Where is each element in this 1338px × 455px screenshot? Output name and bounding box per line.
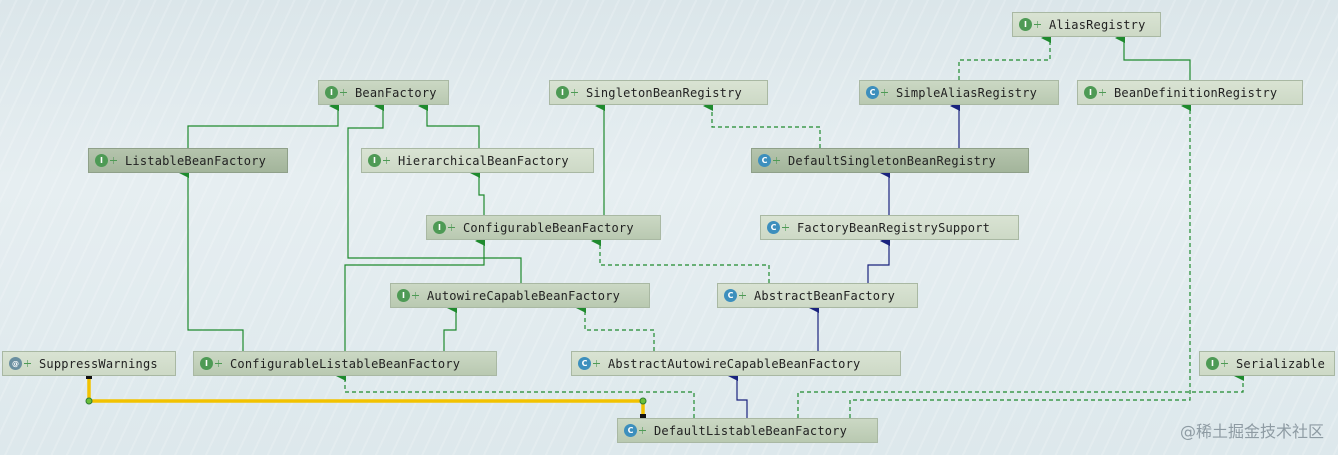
edge-suppresswarnings-highlight — [85, 373, 647, 420]
edge-hierarchical-beanfactory — [418, 101, 480, 148]
node-label: ConfigurableListableBeanFactory — [230, 356, 461, 371]
public-icon — [739, 292, 746, 299]
interface-icon: I — [1019, 18, 1032, 31]
interface-icon: I — [1206, 357, 1219, 370]
node-serializable[interactable]: I Serializable — [1199, 351, 1335, 376]
class-icon: C — [724, 289, 737, 302]
class-icon: C — [758, 154, 771, 167]
edge-listable-beanfactory — [187, 101, 339, 148]
node-autowire-capable-bean-factory[interactable]: I AutowireCapableBeanFactory — [390, 283, 650, 308]
node-label: DefaultListableBeanFactory — [654, 423, 848, 438]
interface-icon: I — [397, 289, 410, 302]
node-bean-definition-registry[interactable]: I BeanDefinitionRegistry — [1077, 80, 1303, 105]
public-icon — [639, 427, 646, 434]
node-label: AbstractAutowireCapableBeanFactory — [608, 356, 861, 371]
public-icon — [1099, 89, 1106, 96]
public-icon — [1221, 360, 1228, 367]
interface-icon: I — [200, 357, 213, 370]
node-bean-factory[interactable]: I BeanFactory — [318, 80, 449, 105]
node-label: AutowireCapableBeanFactory — [427, 288, 621, 303]
node-suppress-warnings[interactable]: @ SuppressWarnings — [2, 351, 176, 376]
edge-aacbf-autowire — [576, 303, 655, 351]
edge-dlbf-serializable — [797, 371, 1244, 418]
interface-icon: I — [1084, 86, 1097, 99]
node-hierarchical-bean-factory[interactable]: I HierarchicalBeanFactory — [361, 148, 594, 173]
public-icon — [340, 89, 347, 96]
edge-simplealias-aliasregistry — [958, 33, 1051, 80]
edge-configurable-hierarchical — [470, 168, 485, 215]
edge-abf-fbrs — [867, 236, 890, 283]
annotation-icon: @ — [9, 357, 22, 370]
public-icon — [215, 360, 222, 367]
edge-beandefreg-aliasregistry — [1115, 33, 1191, 80]
public-icon — [110, 157, 117, 164]
node-label: DefaultSingletonBeanRegistry — [788, 153, 996, 168]
public-icon — [593, 360, 600, 367]
node-abstract-bean-factory[interactable]: C AbstractBeanFactory — [717, 283, 918, 308]
class-icon: C — [866, 86, 879, 99]
node-abstract-autowire-capable-bean-factory[interactable]: C AbstractAutowireCapableBeanFactory — [571, 351, 901, 376]
node-label: FactoryBeanRegistrySupport — [797, 220, 991, 235]
node-label: SingletonBeanRegistry — [586, 85, 742, 100]
edge-abf-configurable — [591, 236, 770, 283]
node-alias-registry[interactable]: I AliasRegistry — [1012, 12, 1161, 37]
interface-icon: I — [325, 86, 338, 99]
node-label: AbstractBeanFactory — [754, 288, 896, 303]
node-simple-alias-registry[interactable]: C SimpleAliasRegistry — [859, 80, 1059, 105]
node-label: SuppressWarnings — [39, 356, 158, 371]
class-icon: C — [578, 357, 591, 370]
node-label: AliasRegistry — [1049, 17, 1146, 32]
interface-icon: I — [368, 154, 381, 167]
node-label: Serializable — [1236, 356, 1326, 371]
interface-icon: I — [433, 221, 446, 234]
class-icon: C — [624, 424, 637, 437]
edge-defaultsingleton-singletonreg — [703, 101, 821, 148]
node-configurable-listable-bean-factory[interactable]: I ConfigurableListableBeanFactory — [193, 351, 497, 376]
edge-dlbf-beandefreg — [849, 101, 1191, 418]
public-icon — [383, 157, 390, 164]
public-icon — [773, 157, 780, 164]
public-icon — [412, 292, 419, 299]
node-label: ListableBeanFactory — [125, 153, 267, 168]
edge-autowire-beanfactory — [347, 101, 522, 283]
node-singleton-bean-registry[interactable]: I SingletonBeanRegistry — [549, 80, 768, 105]
interface-icon: I — [556, 86, 569, 99]
node-label: ConfigurableBeanFactory — [463, 220, 634, 235]
public-icon — [448, 224, 455, 231]
node-default-listable-bean-factory[interactable]: C DefaultListableBeanFactory — [617, 418, 878, 443]
interface-icon: I — [95, 154, 108, 167]
node-default-singleton-bean-registry[interactable]: C DefaultSingletonBeanRegistry — [751, 148, 1029, 173]
public-icon — [24, 360, 31, 367]
node-label: HierarchicalBeanFactory — [398, 153, 569, 168]
edge-clbf-autowire — [443, 303, 457, 351]
class-icon: C — [767, 221, 780, 234]
edge-dlbf-aacbf — [728, 371, 748, 418]
node-label: BeanDefinitionRegistry — [1114, 85, 1278, 100]
edge-clbf-listable — [179, 168, 244, 351]
public-icon — [571, 89, 578, 96]
public-icon — [782, 224, 789, 231]
public-icon — [1034, 21, 1041, 28]
node-listable-bean-factory[interactable]: I ListableBeanFactory — [88, 148, 288, 173]
watermark: @稀土掘金技术社区 — [1179, 422, 1324, 441]
edge-clbf-configurable — [344, 236, 485, 351]
node-label: SimpleAliasRegistry — [896, 85, 1038, 100]
node-label: BeanFactory — [355, 85, 437, 100]
public-icon — [881, 89, 888, 96]
node-factory-bean-registry-support[interactable]: C FactoryBeanRegistrySupport — [760, 215, 1019, 240]
node-configurable-bean-factory[interactable]: I ConfigurableBeanFactory — [426, 215, 661, 240]
